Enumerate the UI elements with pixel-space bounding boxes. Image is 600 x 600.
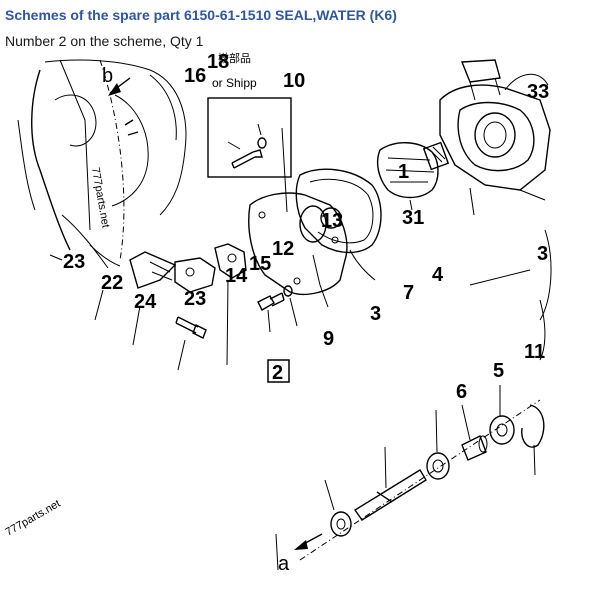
callout-7: 7 <box>403 282 414 304</box>
b-arrowhead-icon <box>108 83 121 96</box>
callout-23-center: 23 <box>184 288 206 310</box>
callout-16: 16 <box>184 65 206 87</box>
left-housing-drawing <box>17 59 187 269</box>
callout-5: 5 <box>493 360 504 382</box>
leader-4 <box>469 269 531 286</box>
callout-2-label: 2 <box>272 362 283 384</box>
callout-33: 33 <box>527 81 549 103</box>
bolt-24-drawing <box>175 316 207 371</box>
parts-ref-watermark-bottom: 777parts.net <box>4 498 63 539</box>
callout-13: 13 <box>321 210 343 232</box>
pump-casing-drawing <box>439 59 551 216</box>
page-title: Schemes of the spare part 6150-61-1510 S… <box>5 7 397 23</box>
callout-9: 9 <box>323 328 334 350</box>
callout-3: 3 <box>370 303 381 325</box>
callout-4: 4 <box>432 264 444 286</box>
callout-31: 31 <box>402 207 424 229</box>
callout-12: 12 <box>272 238 294 260</box>
gasket-cover-drawing <box>248 168 382 308</box>
callout-15: 15 <box>249 253 271 275</box>
highlighted-callout-2: 2 <box>267 359 290 384</box>
detail-box <box>207 97 292 213</box>
callout-10: 10 <box>283 70 305 92</box>
scheme-number-caption: Number 2 on the scheme, Qty 1 <box>5 33 204 49</box>
callout-1: 1 <box>398 161 409 183</box>
callout-11: 11 <box>524 341 545 363</box>
right-arc-2 <box>539 299 546 361</box>
bracket-drawing <box>49 243 247 366</box>
impeller-drawing <box>376 142 439 211</box>
callout-24: 24 <box>134 291 157 313</box>
callout-23-left: 23 <box>63 251 85 273</box>
shaft-assembly-drawing <box>275 385 545 571</box>
a-arrowhead-icon <box>294 540 308 550</box>
callout-14: 14 <box>225 265 248 287</box>
seal-ring-drawing <box>422 141 450 171</box>
callout-6: 6 <box>456 381 467 403</box>
parts-ref-watermark-top: 777parts.net <box>89 166 111 228</box>
annotation-letter-b: b <box>102 65 113 87</box>
bolt-9-drawing <box>257 285 298 333</box>
callout-3-partial: 3 <box>537 243 548 265</box>
callout-22: 22 <box>101 272 123 294</box>
callout-18: 18 <box>207 51 229 73</box>
note-top: 撤部品 <box>218 51 251 65</box>
note-bottom: or Shipp <box>212 76 257 90</box>
annotation-letter-a: a <box>278 553 290 575</box>
